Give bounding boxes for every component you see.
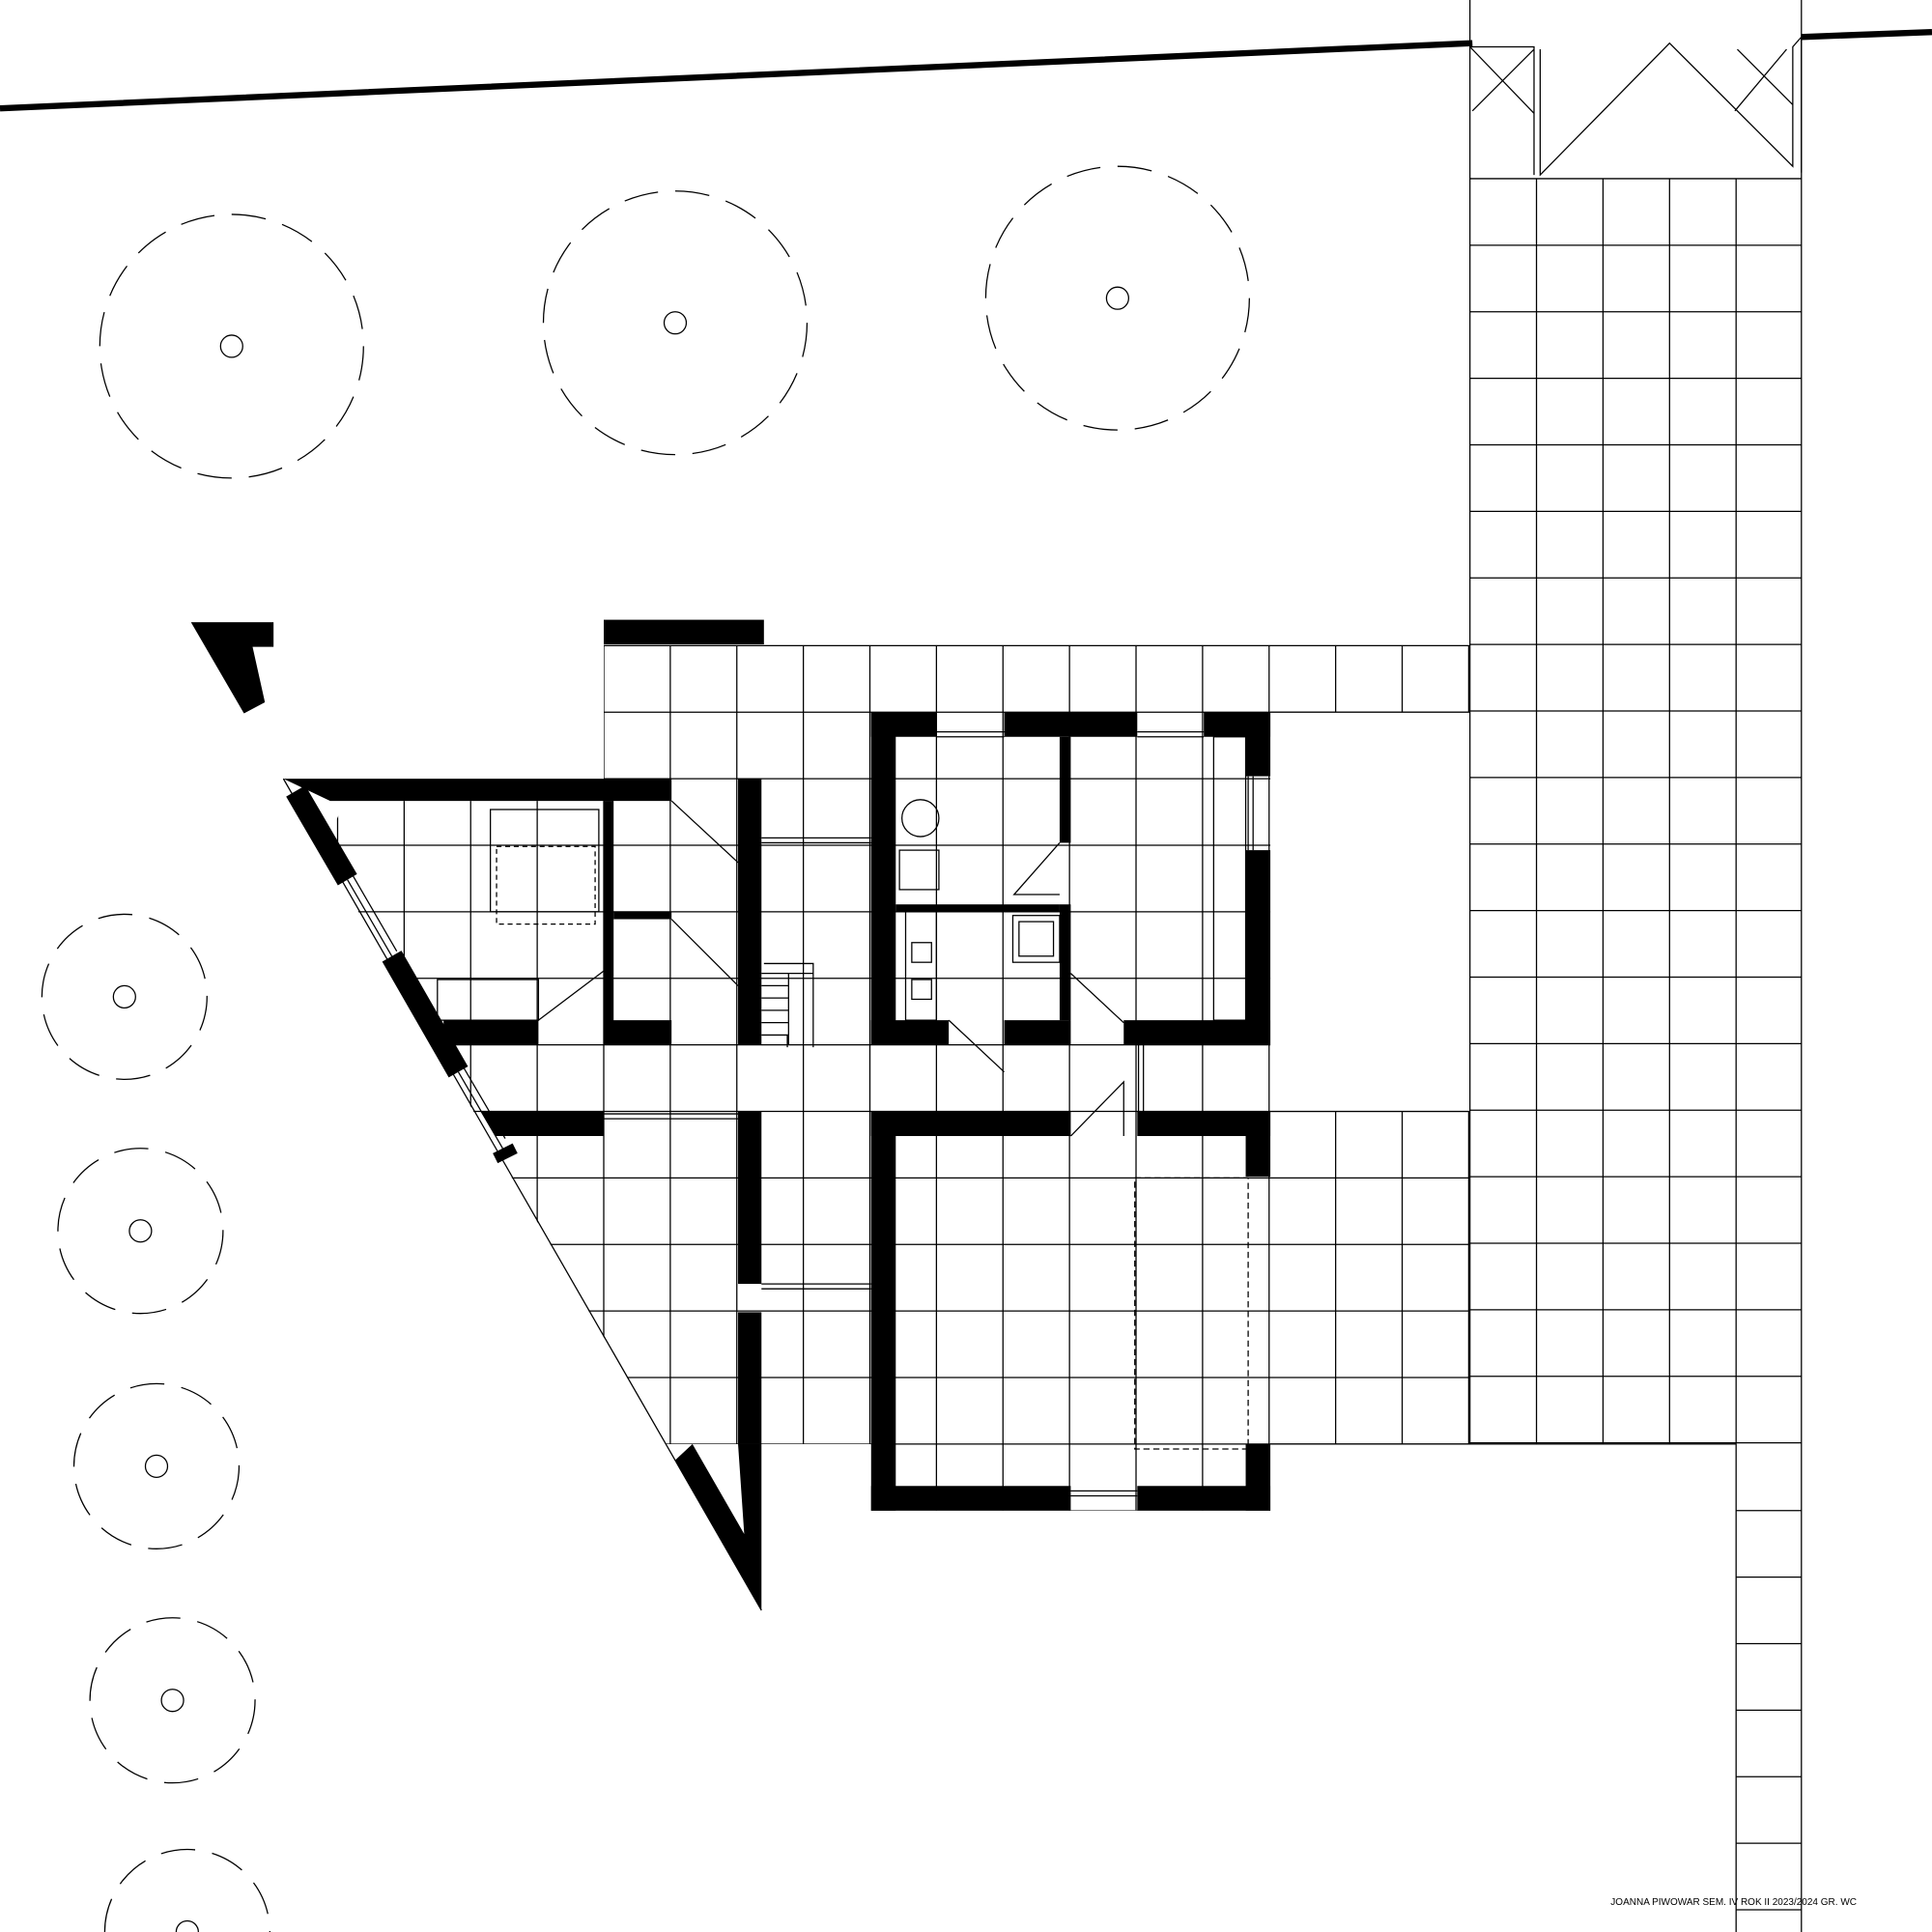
wall xyxy=(1245,712,1271,777)
wall xyxy=(1123,1020,1271,1045)
sofa-outline xyxy=(1134,1177,1249,1450)
building-outline xyxy=(603,0,1803,1932)
diagonal-wall xyxy=(286,785,518,1164)
bed xyxy=(490,809,600,913)
wall xyxy=(480,1111,604,1137)
floor-tile-grid xyxy=(323,645,1470,1511)
wall xyxy=(613,911,672,920)
wall xyxy=(1245,1111,1271,1178)
stove xyxy=(911,942,932,963)
wall xyxy=(1245,850,1271,1045)
tree-trunk-icon xyxy=(144,1454,169,1478)
bed-outline xyxy=(496,845,596,925)
kitchen-counter xyxy=(904,911,938,1021)
tree-canopy xyxy=(984,165,1251,431)
wardrobe-right xyxy=(1212,736,1247,1021)
wall xyxy=(870,1111,1071,1137)
tree-trunk-icon xyxy=(1105,286,1130,310)
tree-canopy xyxy=(41,913,208,1080)
wall xyxy=(738,1312,762,1444)
trees xyxy=(41,165,1251,1932)
author-credit: JOANNA PIWOWAR SEM. IV ROK II 2023/2024 … xyxy=(1610,1897,1857,1908)
wall xyxy=(1004,1020,1071,1045)
tree-canopy xyxy=(72,1382,241,1549)
windows xyxy=(603,731,1254,1497)
tree-canopy xyxy=(89,1617,256,1784)
gate-icon xyxy=(1469,35,1803,177)
wall xyxy=(443,1020,539,1045)
wall xyxy=(1059,736,1071,843)
tree-canopy xyxy=(57,1148,224,1315)
wall xyxy=(283,779,672,802)
sink xyxy=(898,849,940,891)
tree-trunk-icon xyxy=(219,334,243,358)
tree-trunk-icon xyxy=(160,1689,185,1713)
walls xyxy=(190,619,1271,1611)
tree-canopy xyxy=(542,190,809,456)
wall xyxy=(1059,904,1071,1021)
shower-inner xyxy=(1018,921,1055,957)
tree-canopy xyxy=(103,1848,270,1932)
wall xyxy=(870,1111,896,1511)
tree-trunk-icon xyxy=(128,1219,153,1243)
wall xyxy=(603,619,764,645)
wall xyxy=(870,1486,1071,1511)
wall xyxy=(895,904,1060,912)
wall xyxy=(1137,1486,1271,1511)
wall xyxy=(603,801,614,1023)
tree-canopy xyxy=(99,213,364,479)
wall xyxy=(870,712,896,1045)
tree-trunk-icon xyxy=(175,1919,199,1932)
paving-strip-right xyxy=(1469,178,1802,1911)
toilet-icon xyxy=(901,799,940,838)
window xyxy=(347,874,506,1150)
tree-trunk-icon xyxy=(112,984,136,1009)
doors xyxy=(538,800,1124,1137)
wall-fragment xyxy=(190,622,274,714)
tree-trunk-icon xyxy=(663,311,688,335)
shower xyxy=(1011,915,1061,963)
wall xyxy=(738,1111,762,1285)
triangle-diagonal xyxy=(282,778,762,1611)
stairs-icon xyxy=(761,962,814,1048)
site-boundary-line xyxy=(0,28,1932,112)
wardrobe xyxy=(437,979,540,1021)
stove xyxy=(911,979,932,1001)
wall xyxy=(603,1020,672,1045)
wall xyxy=(1004,712,1138,737)
wall xyxy=(738,779,762,1045)
wall xyxy=(674,1443,762,1611)
wall xyxy=(870,1020,950,1045)
